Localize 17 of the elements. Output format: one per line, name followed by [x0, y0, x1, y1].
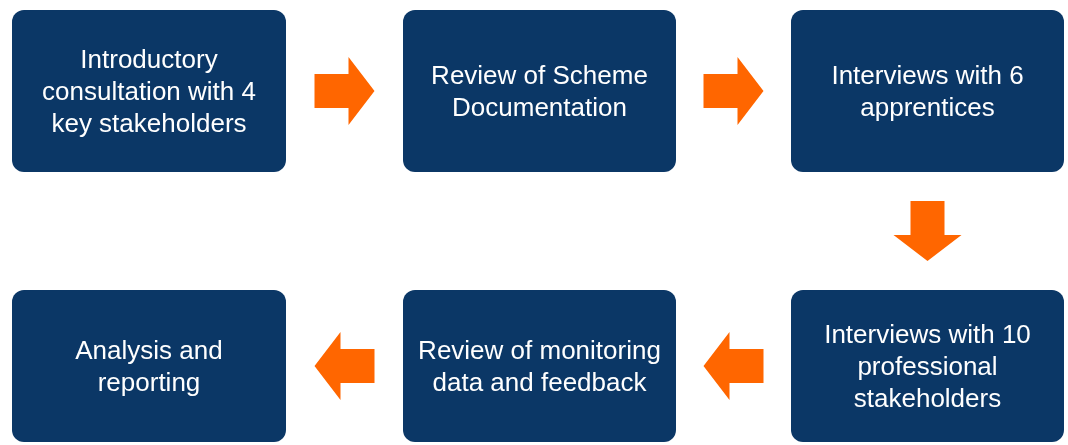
process-box [791, 290, 1064, 442]
process-box [403, 290, 676, 442]
block-arrow [314, 57, 375, 125]
step-text: Analysis and reporting [74, 334, 224, 398]
step-text: Review of monitoring data and feedback [417, 334, 662, 398]
block-arrow [703, 57, 764, 125]
step-text: Interviews with 10 professional stakeholders [823, 318, 1032, 414]
process-box [791, 10, 1064, 172]
step-text: Review of Scheme Documentation [430, 59, 649, 123]
block-arrow [314, 332, 375, 400]
step-text: Interviews with 6 apprentices [830, 59, 1025, 123]
process-box [403, 10, 676, 172]
block-arrow [893, 201, 962, 261]
block-arrow [703, 332, 764, 400]
step-text: Introductory consultation with 4 key stakeholders [41, 43, 257, 139]
process-box [12, 10, 286, 172]
process-box [12, 290, 286, 442]
